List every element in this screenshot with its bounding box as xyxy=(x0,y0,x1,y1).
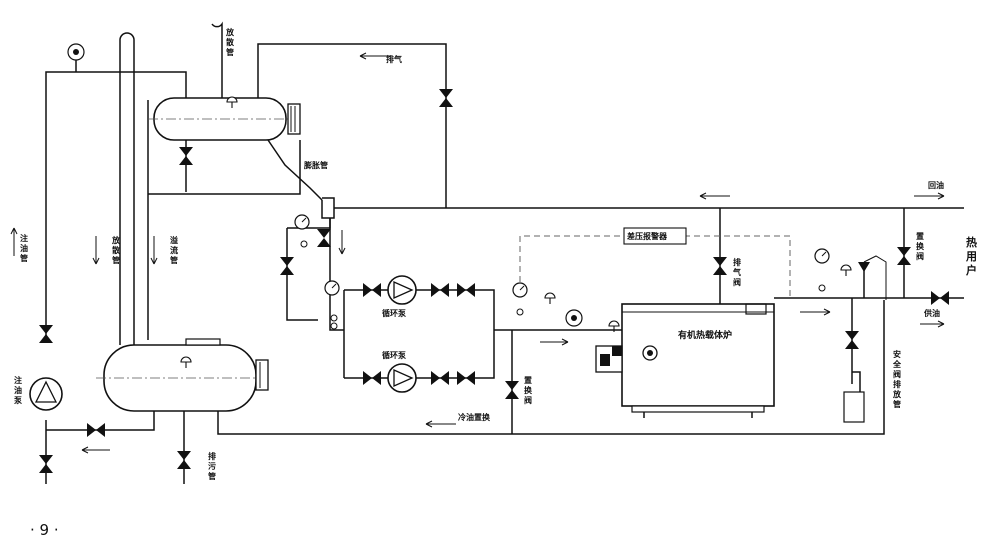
label-pengzhang-guan: 膨胀管 xyxy=(304,161,328,170)
label-zhuyou-beng: 注 油 泵 xyxy=(14,376,22,405)
label-huiyou: 回油 xyxy=(928,181,944,190)
label-paiwu-guan: 排 污 管 xyxy=(208,452,216,481)
label-anquanfa-paifang: 安 全 阀 排 放 管 xyxy=(893,350,901,409)
label-paiqi-fa: 排 气 阀 xyxy=(733,258,741,287)
label-fangsan-guan: 放 散 管 xyxy=(112,236,120,265)
label-zhihuan-fa-mid: 置 换 阀 xyxy=(524,376,532,405)
label-yiliu-guan: 溢 流 管 xyxy=(170,236,178,265)
label-gongyou: 供油 xyxy=(924,309,940,318)
label-lengyou-zhihuan: 冷油置换 xyxy=(458,413,490,422)
label-zhihuan-fa-right: 置 换 阀 xyxy=(916,232,924,261)
label-yongre-hu: 热 用 户 xyxy=(966,236,977,277)
label-boiler: 有机热载体炉 xyxy=(678,331,733,341)
page-number: · 9 · xyxy=(30,521,59,539)
label-paiqi-top: 排气 xyxy=(386,55,402,64)
label-chaya-baojing: 差压报警器 xyxy=(627,232,667,241)
label-zhuyou-guan: 注 油 管 xyxy=(20,234,28,263)
label-fasan-guan: 放 散 管 xyxy=(226,28,234,57)
label-xunhuan-beng-2: 循环泵 xyxy=(382,351,406,360)
label-xunhuan-beng-1: 循环泵 xyxy=(382,309,406,318)
